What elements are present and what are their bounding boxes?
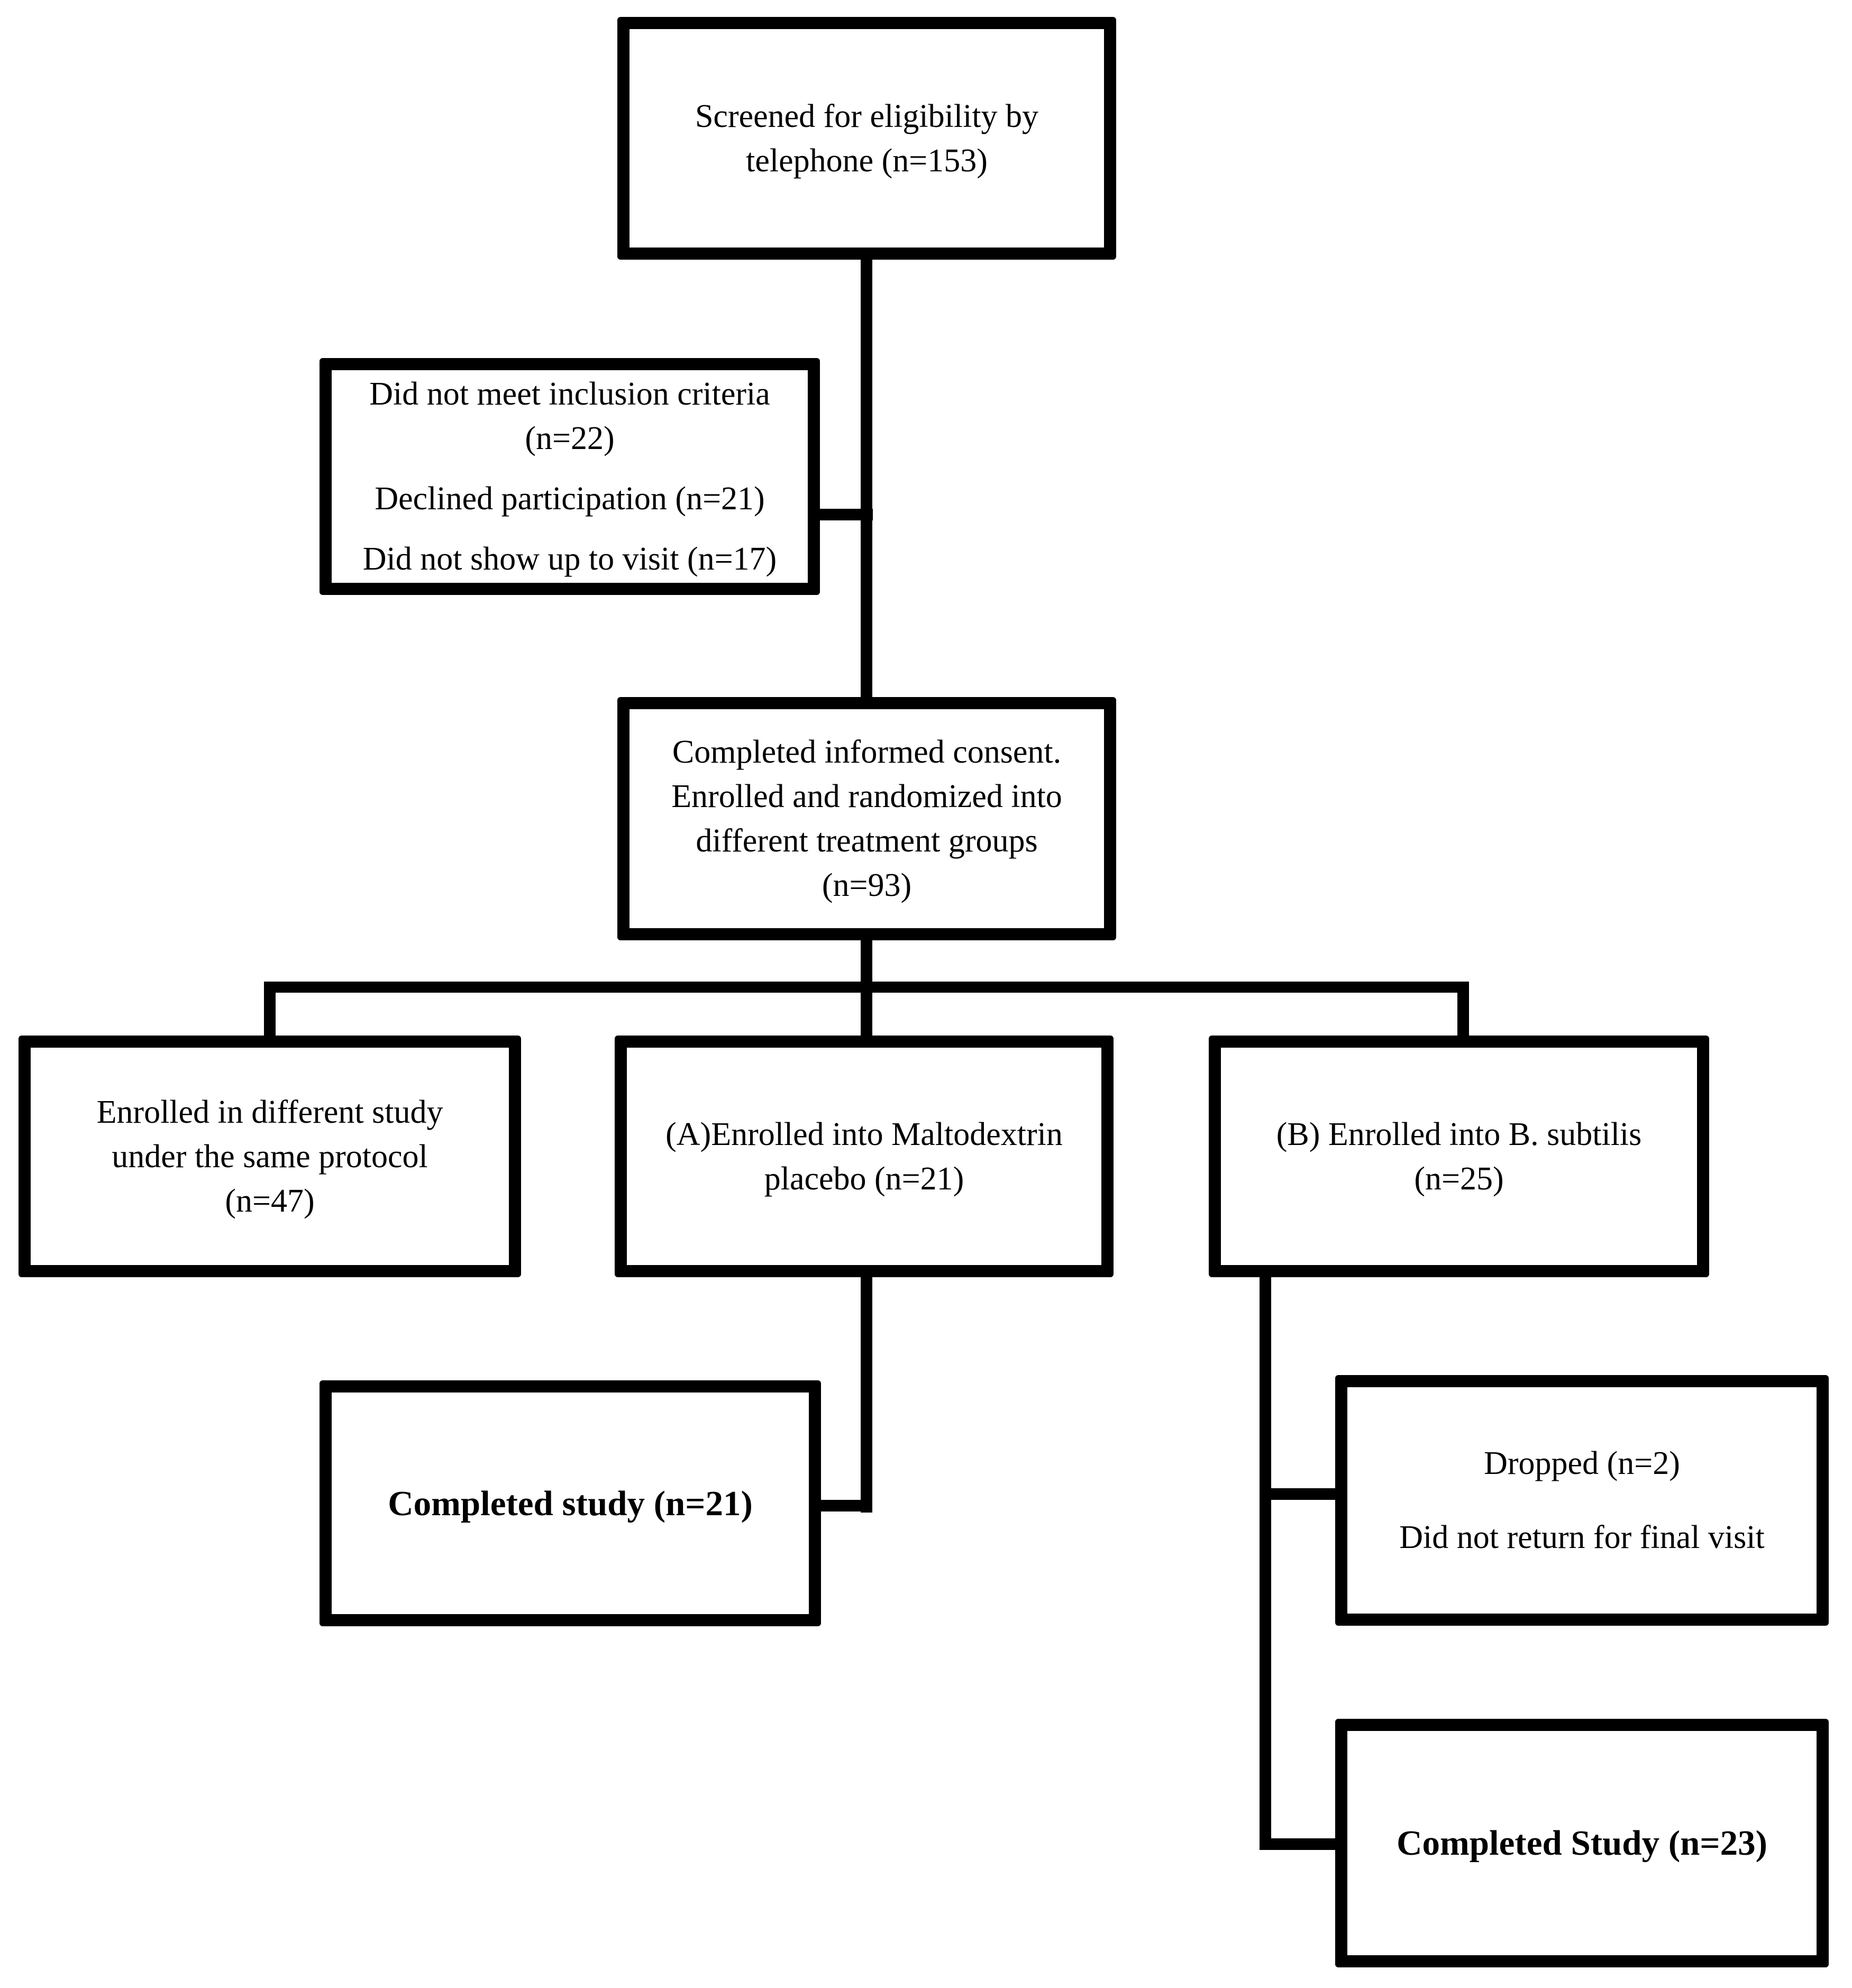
node-completed-b-text: Completed Study (n=23) [1347,1821,1817,1865]
connector-branch-drop-left [264,982,276,1041]
text-line: (A)Enrolled into Maltodextrin [665,1116,1063,1152]
text-line: (B) Enrolled into B. subtilis [1276,1116,1642,1152]
connector-branch-drop-right [1457,982,1469,1041]
node-consent: Completed informed consent. Enrolled and… [617,697,1116,940]
text-line: (n=25) [1414,1160,1504,1197]
text-line: Did not show up to visit (n=17) [362,541,777,577]
node-excluded: Did not meet inclusion criteria (n=22) D… [320,358,820,595]
node-screened: Screened for eligibility by telephone (n… [617,17,1116,260]
node-completed-a: Completed study (n=21) [320,1380,821,1626]
text-line: different treatment groups [696,823,1038,859]
text-line: Completed study (n=21) [388,1483,753,1523]
node-different-study: Enrolled in different study under the sa… [19,1036,521,1277]
text-line: Dropped (n=2) [1484,1445,1680,1481]
connector-completed-b-stub [1267,1838,1341,1850]
text-line: Enrolled and randomized into [671,778,1062,814]
node-different-study-text: Enrolled in different study under the sa… [31,1090,509,1223]
text-line: (n=22) [525,420,615,456]
connector-dropped-stub [1267,1488,1341,1500]
text-line: Declined participation (n=21) [375,481,765,517]
connector-screened-to-consent [861,249,872,703]
text-line: Did not return for final visit [1399,1519,1765,1555]
node-group-b: (B) Enrolled into B. subtilis (n=25) [1209,1036,1709,1277]
connector-consent-to-branch [861,933,872,989]
connector-group-a-down [861,1269,872,1513]
text-line: Completed Study (n=23) [1397,1824,1767,1863]
node-group-a: (A)Enrolled into Maltodextrin placebo (n… [615,1036,1114,1277]
node-screened-text: Screened for eligibility by telephone (n… [630,94,1104,183]
text-line: Completed informed consent. [672,734,1062,770]
node-consent-text: Completed informed consent. Enrolled and… [630,730,1104,908]
node-completed-a-text: Completed study (n=21) [332,1481,809,1526]
text-line: telephone (n=153) [746,142,988,179]
node-completed-b: Completed Study (n=23) [1335,1719,1829,1967]
connector-branch-drop-middle [861,982,872,1041]
connector-group-b-down [1260,1269,1271,1850]
text-line: under the same protocol [112,1138,428,1175]
text-line: Did not meet inclusion criteria [369,376,770,412]
node-excluded-text: Did not meet inclusion criteria (n=22) D… [332,372,808,581]
text-line: (n=93) [822,867,912,903]
text-line: (n=47) [225,1183,315,1219]
text-line: Screened for eligibility by [695,98,1039,134]
node-dropped-text: Dropped (n=2) Did not return for final v… [1347,1441,1817,1560]
node-dropped: Dropped (n=2) Did not return for final v… [1335,1375,1829,1626]
node-group-a-text: (A)Enrolled into Maltodextrin placebo (n… [627,1112,1101,1201]
text-line: placebo (n=21) [764,1160,964,1197]
connector-excluded-stub [812,509,873,520]
connector-completed-a-stub [815,1500,872,1511]
text-line: Enrolled in different study [96,1094,443,1130]
node-group-b-text: (B) Enrolled into B. subtilis (n=25) [1221,1112,1697,1201]
